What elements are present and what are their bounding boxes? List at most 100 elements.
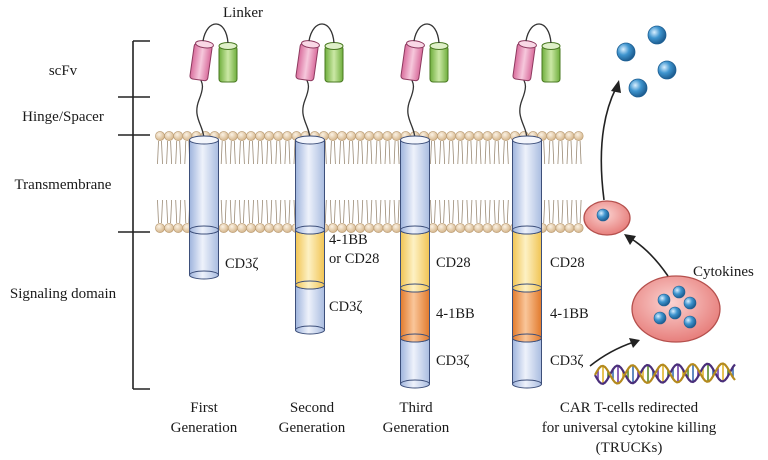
scfv-linker — [525, 23, 552, 44]
car-receptor-gen1 — [189, 23, 238, 280]
lipid-head — [437, 223, 447, 233]
lipid-head — [491, 131, 502, 141]
region-label-hinge: Hinge/Spacer — [22, 109, 104, 125]
car-receptor-gen3 — [400, 23, 449, 389]
scfv-linker — [413, 23, 440, 44]
gen4-cd3z-label: CD3ζ — [550, 353, 583, 369]
gen1-cd3z-label: CD3ζ — [225, 256, 258, 272]
gen3-label-line1: Third — [399, 400, 433, 416]
cytokine-dot — [683, 296, 697, 310]
lipid-head — [446, 223, 457, 233]
cytokine-dot — [653, 311, 667, 325]
lipid-head — [482, 131, 493, 141]
41bb-segment — [512, 287, 542, 339]
lipid-head — [564, 223, 575, 233]
lipid-head — [364, 131, 375, 141]
transmembrane-segment — [400, 139, 430, 231]
lipid-head — [282, 223, 293, 233]
car-receptors — [189, 23, 561, 389]
lipid-head — [173, 131, 184, 141]
cytokine-cluster — [653, 285, 697, 329]
lipid-head — [382, 223, 393, 233]
cytokine-dot — [657, 293, 671, 307]
trucks-label-line2: for universal cytokine killing — [542, 420, 717, 436]
gen3-cd3z-label: CD3ζ — [436, 353, 469, 369]
car-receptor-gen2 — [295, 23, 344, 335]
gen4-41bb-label: 4-1BB — [550, 306, 589, 322]
dna-strand — [594, 362, 736, 385]
gen4-cd28-label: CD28 — [550, 255, 585, 271]
lipid-head — [218, 223, 229, 233]
region-bracket — [118, 40, 150, 390]
transmembrane-segment — [189, 139, 219, 231]
gen2-label-line2: Generation — [279, 420, 346, 436]
vh-domain — [512, 42, 536, 82]
cytokine-dot — [672, 285, 686, 299]
transmembrane-segment — [295, 139, 325, 231]
lipid-head — [227, 131, 238, 141]
cytokine-dot — [596, 208, 610, 222]
cytokine-dot — [668, 306, 682, 320]
linker-label: Linker — [223, 5, 263, 21]
gen2-costim-label-line2: or CD28 — [329, 251, 379, 267]
lipid-head — [455, 131, 466, 141]
generation-labels: First Generation Second Generation Third… — [171, 400, 717, 456]
cd3z-segment — [400, 337, 430, 385]
lipid-head — [555, 223, 566, 233]
vh-domain — [295, 42, 319, 82]
vl-domain — [218, 45, 238, 83]
lipid-head — [273, 131, 284, 141]
lipid-head — [227, 223, 238, 233]
cytokine-dot — [683, 315, 697, 329]
arrow-cell-to-vesicle — [629, 237, 669, 277]
lipid-head — [555, 131, 566, 141]
vh-domain — [189, 42, 213, 82]
hinge-linker — [196, 77, 205, 141]
lipid-head — [236, 223, 247, 233]
cd3z-segment — [512, 337, 542, 385]
lipid-head — [500, 223, 511, 233]
cd28-segment — [512, 229, 542, 289]
gen1-label-line2: Generation — [171, 420, 238, 436]
lipid-head — [273, 223, 284, 233]
lipid-head — [446, 131, 457, 141]
vl-domain — [541, 45, 561, 83]
cytokine-dot — [616, 42, 636, 62]
arrow-dna-to-cell — [589, 341, 635, 367]
cd3z-segment — [189, 229, 219, 276]
gen2-costim-label-line1: 4-1BB — [329, 232, 368, 248]
lipid-head — [382, 131, 393, 141]
gen3-cd28-label: CD28 — [436, 255, 471, 271]
lipid-head — [264, 223, 275, 233]
lipid-head — [236, 131, 247, 141]
lipid-head — [164, 131, 174, 141]
lipid-head — [546, 131, 557, 141]
costim-segment — [295, 229, 325, 286]
arrow-release — [600, 87, 617, 201]
lipid-head — [391, 223, 402, 233]
lipid-head — [473, 223, 484, 233]
lipid-head — [464, 223, 475, 233]
lipid-head — [573, 223, 584, 233]
gen2-label-line1: Second — [290, 400, 335, 416]
41bb-segment — [400, 287, 430, 339]
lipid-head — [455, 223, 466, 233]
dna-strand — [594, 362, 736, 385]
gen1-label-line1: First — [190, 400, 218, 416]
lipid-head — [373, 131, 384, 141]
dna-helix-icon — [594, 362, 736, 385]
lipid-head — [255, 131, 265, 141]
region-label-transmembrane: Transmembrane — [15, 177, 112, 193]
lipid-head — [355, 131, 366, 141]
lipid-head — [573, 131, 584, 141]
lipid-head — [464, 131, 475, 141]
cd28-segment — [400, 229, 430, 289]
truck-secretion: Cytokines — [583, 25, 754, 367]
lipid-head — [482, 223, 493, 233]
hinge-linker — [302, 77, 311, 141]
lipid-head — [373, 223, 384, 233]
domain-labels: CD3ζ 4-1BB or CD28 CD3ζ CD28 4-1BB CD3ζ … — [225, 232, 589, 369]
lipid-head — [473, 131, 484, 141]
lipid-head — [255, 223, 265, 233]
transmembrane-segment — [512, 139, 542, 231]
